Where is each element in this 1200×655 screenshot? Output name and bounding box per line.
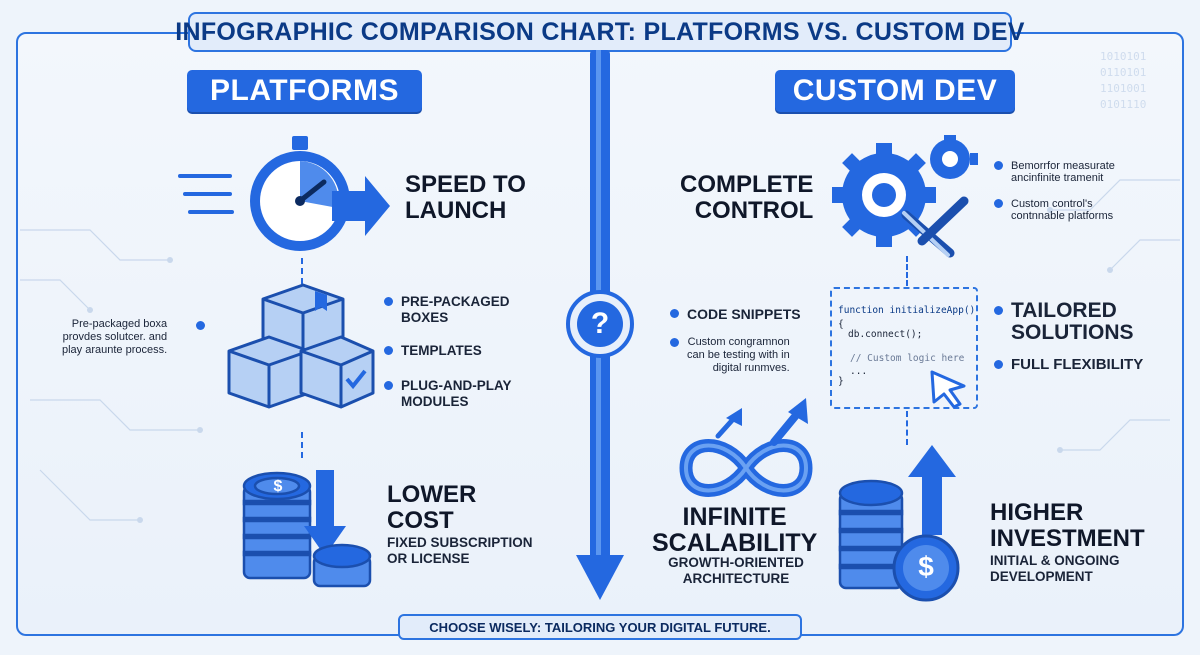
bullet-dot (384, 346, 393, 355)
code-line: { (838, 319, 844, 330)
lower-cost-title: LOWER COST (387, 481, 477, 534)
bullet-dot (670, 338, 679, 347)
note-dot (196, 321, 205, 330)
code-line: } (838, 376, 844, 387)
bullet-dot (994, 199, 1003, 208)
bullet-dot (994, 161, 1003, 170)
code-snippets-label: CODE SNIPPETS (670, 306, 801, 322)
svg-text:1101001: 1101001 (1100, 82, 1146, 95)
vertical-connector (301, 432, 303, 458)
vertical-connector (906, 256, 908, 286)
dollar-sign-icon: $ (918, 551, 934, 582)
bullet-dot (994, 306, 1003, 315)
coins-up-icon (838, 445, 960, 602)
higher-investment-title: HIGHER INVESTMENT (990, 499, 1145, 552)
question-mark-icon (566, 290, 634, 358)
custom-dev-header: CUSTOM DEV (775, 70, 1015, 112)
platforms-header: PLATFORMS (187, 70, 422, 112)
coins-down-icon (242, 470, 372, 588)
code-line: ... (850, 366, 868, 377)
vertical-connector (301, 258, 303, 284)
page-title: INFOGRAPHIC COMPARISON CHART: PLATFORMS … (175, 12, 1024, 52)
speed-to-launch-title: SPEED TO LAUNCH (405, 171, 526, 224)
code-line: function initializeApp() (838, 305, 976, 316)
vertical-connector (906, 411, 908, 445)
infinite-scalability-subtitle: GROWTH-ORIENTED ARCHITECTURE (668, 555, 804, 586)
bullet-templates: TEMPLATES (384, 343, 482, 359)
code-line: // Custom logic here (850, 353, 965, 364)
stopwatch-icon (178, 136, 390, 251)
higher-investment-subtitle: INITIAL & ONGOING DEVELOPMENT (990, 553, 1120, 584)
bullet-dot (670, 309, 679, 318)
question-mark-symbol: ? (590, 307, 610, 340)
svg-text:1010101: 1010101 (1100, 50, 1146, 63)
boxes-icon (227, 283, 375, 409)
dollar-sign-icon: $ (273, 478, 283, 495)
infinite-scalability-title: INFINITE SCALABILITY (652, 503, 818, 557)
boxes-note: Pre-packaged boxa provdes solutcer. and … (62, 318, 168, 356)
gears-wrench-icon (832, 135, 978, 258)
svg-text:0101110: 0101110 (1100, 98, 1146, 111)
infinity-arrow-icon (679, 398, 813, 497)
bullet-dot (384, 297, 393, 306)
bullet-dot (384, 381, 393, 390)
complete-control-title: COMPLETE CONTROL (680, 171, 814, 224)
footer-banner: CHOOSE WISELY: TAILORING YOUR DIGITAL FU… (398, 614, 802, 640)
code-snippets-note: Custom congramnon can be testing with in… (670, 336, 790, 375)
svg-text:0110101: 0110101 (1100, 66, 1146, 79)
bullet-dot (994, 360, 1003, 369)
code-snippet-panel (830, 287, 978, 409)
full-flexibility: FULL FLEXIBILITY (994, 357, 1143, 373)
code-line: db.connect(); (848, 329, 923, 340)
cursor-icon (930, 370, 966, 409)
lower-cost-subtitle: FIXED SUBSCRIPTION OR LICENSE (387, 535, 533, 566)
